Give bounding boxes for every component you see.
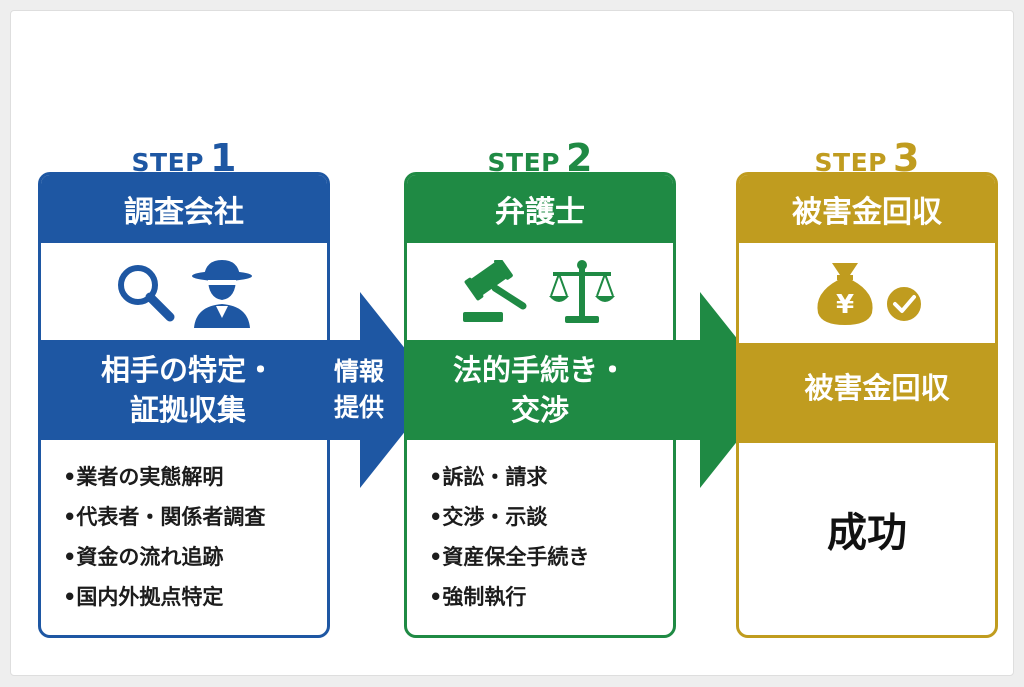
list-item: •訴訟・請求 [429,465,548,489]
step2-list: •訴訟・請求 •交渉・示談 •資産保全手続き •強制執行 [429,457,589,617]
step3-band [739,343,995,443]
magnifier-icon [118,265,175,322]
step3-card: 被害金回収 ¥ [736,172,998,638]
scales-icon [549,260,615,323]
step2-card: 弁護士 •訴訟・請求 •交渉・示談 •資産保全手続き •強制 [404,172,676,638]
list-item: •資金の流れ追跡 [63,545,224,569]
step3-icons: ¥ [739,243,995,341]
list-item: •交渉・示談 [429,505,548,529]
step2-band-text: 法的手続き・ 交渉 [404,350,676,430]
step2-title: 弁護士 [407,175,673,243]
step1-icons [41,243,327,341]
step2-band-line1: 法的手続き・ [452,353,627,387]
list-item: •業者の実態解明 [63,465,224,489]
arrow1-label-line1: 情報 [333,357,384,386]
step1-title: 調査会社 [41,175,327,243]
step1-card: 調査会社 •業者の実態解明 •代表者・関係者調査 •資金の流れ追跡 •国内外拠点… [38,172,330,638]
gavel-icon [463,260,527,322]
step1-band-line2: 証拠収集 [129,393,246,427]
list-item: •資産保全手続き [429,545,590,569]
step3-band-text: 被害金回収 [804,371,950,405]
step2-icons [407,243,673,341]
arrow1-label-line2: 提供 [333,393,384,422]
arrow-step2 [404,292,778,488]
step1-list: •業者の実態解明 •代表者・関係者調査 •資金の流れ追跡 •国内外拠点特定 [63,457,265,617]
step3-title: 被害金回収 [739,175,995,243]
arrow-step1 [38,292,438,488]
money-bag-icon: ¥ [817,263,873,325]
step2-band-line2: 交渉 [510,393,569,427]
detective-icon [192,260,252,328]
list-item: •代表者・関係者調査 [63,505,266,529]
step1-band-text: 相手の特定・ 証拠収集 [38,350,338,430]
check-circle-icon [885,285,923,323]
success-text: 成功 [827,510,907,556]
yen-symbol: ¥ [836,290,854,320]
step1-band-line1: 相手の特定・ [100,353,275,387]
list-item: •強制執行 [429,585,527,609]
arrow1-label: 情報 提供 [318,354,400,426]
list-item: •国内外拠点特定 [63,585,224,609]
